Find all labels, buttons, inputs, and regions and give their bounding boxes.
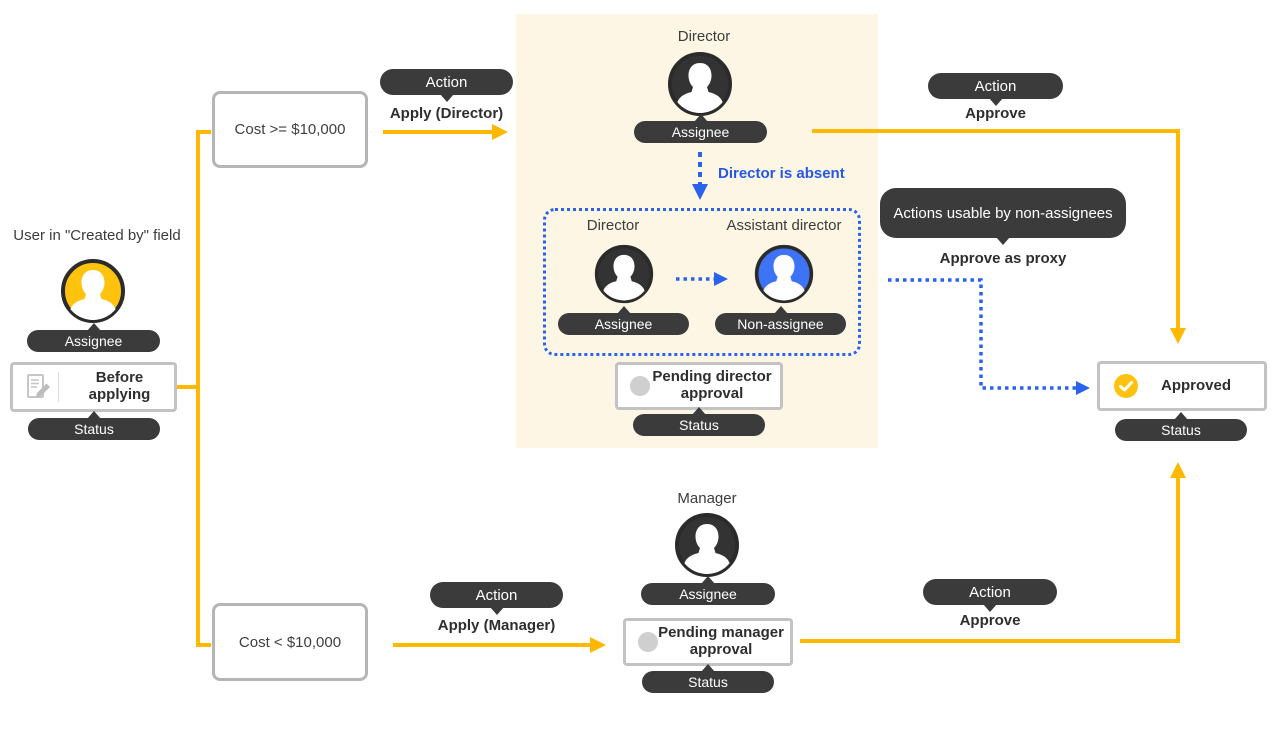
absent-director-role-label: Director — [586, 217, 640, 234]
director-assignee-badge: Assignee — [634, 114, 767, 143]
manager-avatar person-icon — [675, 513, 739, 577]
pending-manager-approval-label: Pending manager approval — [658, 624, 784, 658]
apply-director-label: Apply (Director) — [389, 105, 504, 122]
manager-status-badge: Status — [642, 664, 774, 693]
assistant-non-assignee-badge: Non-assignee — [715, 306, 846, 335]
director-status-badge: Status — [633, 407, 765, 436]
pending-director-approval-label: Pending director approval — [652, 368, 772, 402]
icon-divider — [58, 372, 59, 402]
creator-avatar person-icon — [61, 259, 125, 323]
approve-manager-action-badge: Action — [923, 579, 1057, 612]
director-role-label: Director — [677, 28, 731, 45]
assistant-director-avatar person-icon — [754, 244, 814, 304]
creator-assignee-badge: Assignee — [27, 323, 160, 352]
high-cost-condition-box: Cost >= $10,000 — [212, 91, 368, 168]
branch-split-line — [177, 130, 211, 647]
document-pencil-icon — [27, 374, 50, 398]
manager-assignee-badge: Assignee — [641, 576, 775, 605]
creator-status-badge: Status — [28, 411, 160, 440]
before-applying-box: Before applying — [10, 362, 177, 412]
pending-manager-approval-box: Pending manager approval — [623, 618, 793, 666]
before-applying-label: Before applying — [88, 369, 151, 403]
apply-manager-label: Apply (Manager) — [437, 617, 556, 634]
apply-director-action-badge: Action — [380, 69, 513, 102]
manager-role-label: Manager — [677, 490, 737, 507]
low-cost-condition-box: Cost < $10,000 — [212, 603, 368, 681]
director-avatar person-icon — [668, 52, 732, 116]
approve-manager-label: Approve — [959, 612, 1021, 629]
pending-dot-icon — [630, 376, 650, 396]
pending-dot-icon — [638, 632, 658, 652]
apply-manager-action-badge: Action — [430, 582, 563, 615]
approved-status-badge: Status — [1115, 412, 1247, 441]
created-by-caption: User in "Created by" field — [13, 227, 181, 244]
non-assignee-actions-badge: Actions usable by non-assignees — [880, 188, 1126, 245]
assistant-director-role-label: Assistant director — [726, 217, 842, 234]
absent-director-assignee-badge: Assignee — [558, 306, 689, 335]
check-circle-icon — [1114, 374, 1138, 398]
absent-director-avatar person-icon — [594, 244, 654, 304]
proxy-approve-arrow — [888, 278, 1090, 395]
approve-director-action-badge: Action — [928, 73, 1063, 106]
approved-box: Approved — [1097, 361, 1267, 411]
approve-director-label: Approve — [965, 105, 1026, 122]
approved-label: Approved — [1160, 376, 1231, 394]
pending-director-approval-box: Pending director approval — [615, 362, 783, 410]
director-absent-note: Director is absent — [718, 165, 845, 182]
approve-as-proxy-label: Approve as proxy — [939, 250, 1067, 267]
